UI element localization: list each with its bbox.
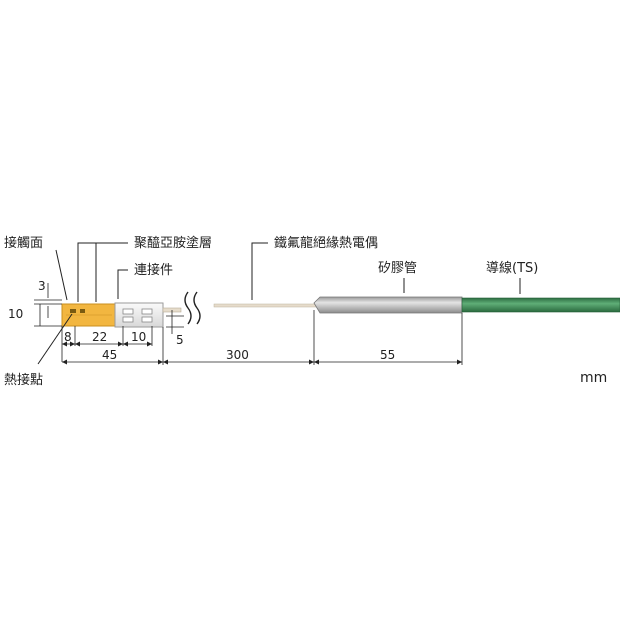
silicone-tube-label: 矽膠管 [378,261,417,276]
break-symbol [184,291,192,325]
polyimide-leader [77,242,128,302]
junction-mark [70,309,76,313]
dim-300-text: 300 [226,348,249,362]
ptfe-leader [251,242,268,300]
lead-wire [461,297,620,313]
ptfe-thermocouple-label: 鐵氟龍絕緣熱電偶 [274,235,378,251]
dim-45-text: 45 [102,348,117,362]
unit-label: mm [580,370,607,386]
ptfe-wire [213,303,317,308]
dim-3-text: 3 [38,279,46,293]
connector-slot [122,316,134,323]
contact-face-leader [55,249,68,301]
dim-8-text: 8 [64,330,72,344]
silicone-tube [313,296,463,314]
break-symbol [193,291,201,325]
hot-junction-leader [37,313,73,365]
hot-junction-label: 熱接點 [4,372,43,388]
junction-mark [80,309,85,313]
connector-slot [141,316,153,323]
contact-face-label: 接觸面 [4,235,43,251]
dim-10b-text: 10 [131,330,146,344]
connector-leader [117,269,128,299]
dim-5-text: 5 [176,333,184,347]
lead-wire-label: 導線(TS) [486,260,538,276]
dim-arrow [62,341,152,347]
dim-55-text: 55 [380,348,395,362]
connector-label: 連接件 [134,262,173,278]
dim-22-text: 22 [92,330,107,344]
connector-body [114,302,164,328]
connector-slot [141,308,153,315]
connector-slot [122,308,134,315]
polyimide-coating-label: 聚醯亞胺塗層 [134,235,212,251]
dim-10-text: 10 [8,307,23,321]
